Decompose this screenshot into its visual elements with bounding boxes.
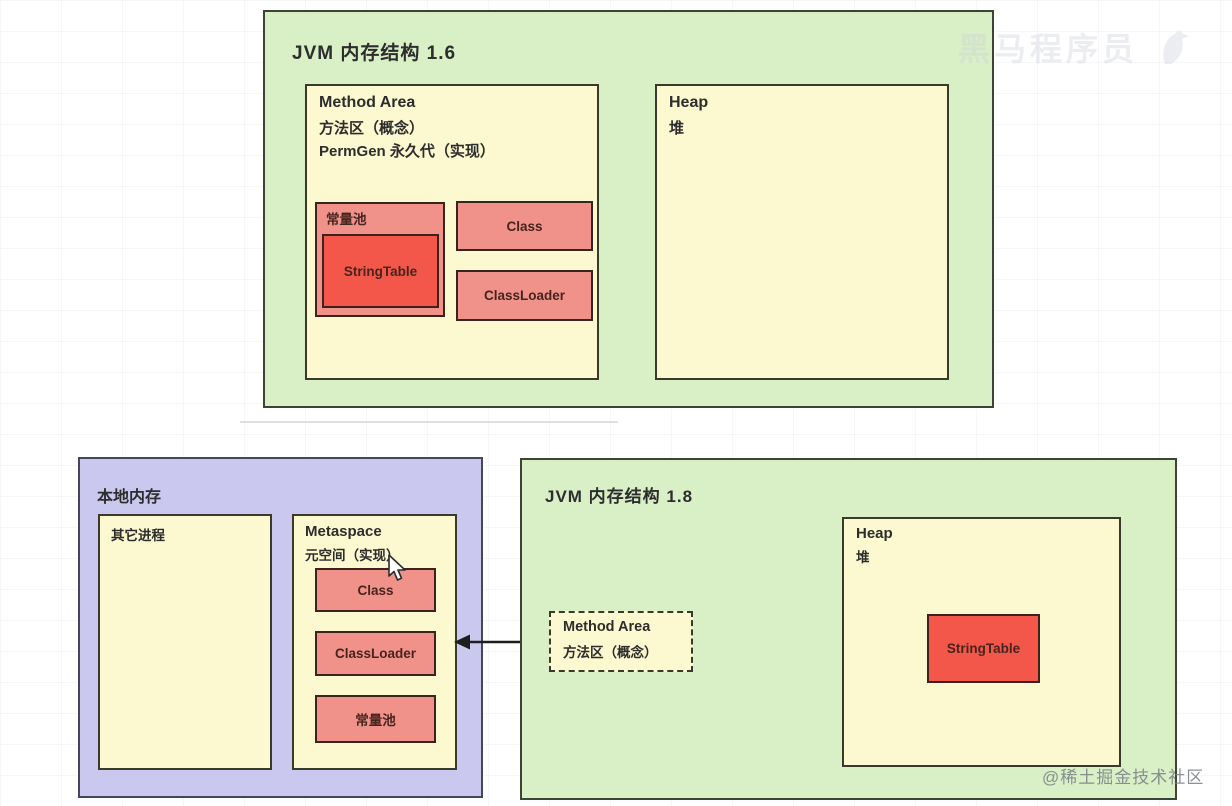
jvm18-stringtable-label: StringTable: [946, 641, 1021, 656]
jvm16-heap-cn: 堆: [669, 120, 685, 137]
jvm18-method-area-cn: 方法区（概念）: [563, 645, 658, 660]
watermark-juejin-text: @稀土掘金技术社区: [1042, 768, 1205, 787]
jvm16-stringtable-box: StringTable: [322, 234, 439, 308]
jvm16-panel: JVM 内存结构 1.6 Method Area 方法区（概念） PermGen…: [263, 10, 994, 408]
jvm16-method-area-panel: Method Area 方法区（概念） PermGen 永久代（实现） 常量池 …: [305, 84, 599, 380]
jvm16-constant-pool-label: 常量池: [326, 212, 367, 227]
jvm16-method-area-name: Method Area: [319, 94, 416, 111]
mouse-cursor-icon: [388, 554, 406, 581]
native-memory-panel: 本地内存 其它进程 Metaspace 元空间（实现） Class ClassL…: [78, 457, 483, 798]
watermark-itheima: 黑马程序员: [958, 24, 1195, 70]
jvm16-heap-panel: Heap 堆: [655, 84, 949, 380]
jvm16-heap-name: Heap: [669, 94, 709, 111]
jvm18-heap-panel: Heap 堆 StringTable: [842, 517, 1121, 767]
jvm16-class-box: Class: [456, 201, 593, 251]
watermark-juejin: @稀土掘金技术社区: [1042, 763, 1204, 788]
other-process-label: 其它进程: [111, 528, 165, 543]
metaspace-constant-pool-box: 常量池: [315, 695, 436, 743]
jvm18-panel: JVM 内存结构 1.8 Method Area 方法区（概念） Heap 堆 …: [520, 458, 1177, 800]
jvm16-title: JVM 内存结构 1.6: [292, 43, 457, 64]
jvm18-heap-cn: 堆: [856, 550, 870, 565]
jvm18-method-area-name: Method Area: [563, 619, 651, 635]
metaspace-name: Metaspace: [305, 523, 382, 540]
jvm16-method-area-cn: 方法区（概念）: [319, 120, 425, 137]
jvm18-heap-name: Heap: [856, 525, 893, 542]
metaspace-panel: Metaspace 元空间（实现） Class ClassLoader 常量池: [292, 514, 457, 770]
metaspace-classloader-label: ClassLoader: [334, 646, 417, 661]
watermark-itheima-text: 黑马程序员: [958, 31, 1139, 67]
bird-logo-icon: [1163, 31, 1189, 64]
jvm16-permgen-label: PermGen 永久代（实现）: [319, 143, 495, 160]
jvm16-constant-pool-box: 常量池 StringTable: [315, 202, 445, 317]
jvm18-title: JVM 内存结构 1.8: [545, 487, 694, 506]
metaspace-cn: 元空间（实现）: [305, 548, 400, 563]
other-process-panel: 其它进程: [98, 514, 272, 770]
metaspace-classloader-box: ClassLoader: [315, 631, 436, 676]
jvm16-classloader-box: ClassLoader: [456, 270, 593, 321]
metaspace-class-label: Class: [357, 582, 394, 598]
native-memory-title: 本地内存: [97, 489, 162, 506]
jvm16-class-label: Class: [506, 218, 543, 234]
metaspace-constant-pool-label: 常量池: [355, 713, 396, 728]
jvm16-classloader-label: ClassLoader: [483, 288, 566, 303]
separator-line: [240, 421, 618, 423]
jvm18-stringtable-box: StringTable: [927, 614, 1040, 683]
metaspace-class-box: Class: [315, 568, 436, 612]
jvm16-stringtable-label: StringTable: [343, 263, 418, 279]
jvm18-method-area-box: Method Area 方法区（概念）: [549, 611, 693, 672]
